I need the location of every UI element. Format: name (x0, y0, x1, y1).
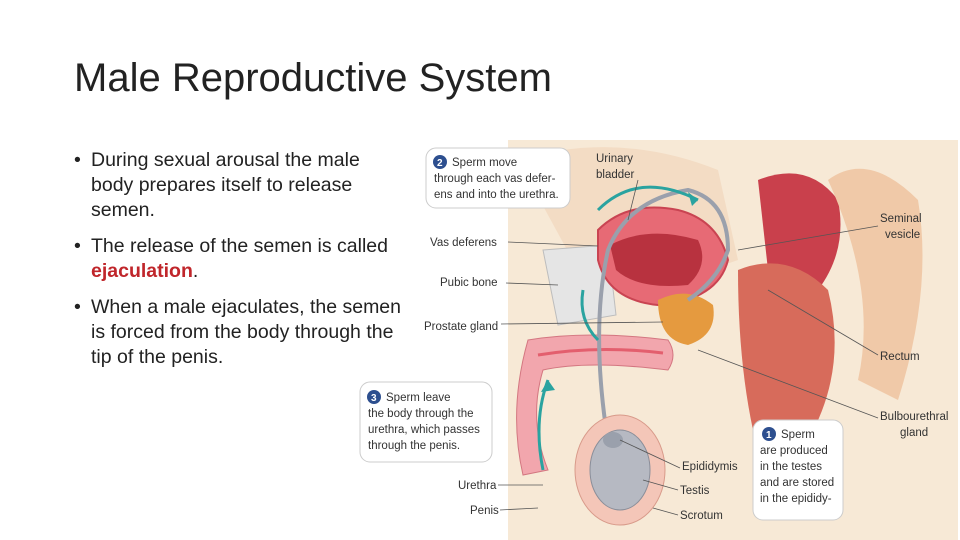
penis (516, 334, 674, 476)
label-prostate-gland: Prostate gland (424, 321, 498, 333)
label-epididymis: Epididymis (682, 461, 738, 473)
leader-line (627, 179, 639, 221)
callout-text: urethra, which passes (368, 424, 480, 436)
bullet-item: •When a male ejaculates, the semen is fo… (74, 296, 402, 368)
rectum (738, 263, 835, 448)
leader-line (652, 507, 679, 516)
leader-line (500, 321, 664, 325)
anatomy-diagram: 2 Sperm move through each vas defer- ens… (359, 140, 958, 540)
bullet-item: •During sexual arousal the male body pre… (74, 149, 360, 221)
step-number-badge (762, 427, 776, 441)
seminal-vesicle (758, 173, 841, 293)
step-number-badge (433, 155, 447, 169)
flow-arrow-mid (580, 289, 600, 342)
bullet-list: •During sexual arousal the male body pre… (74, 148, 404, 381)
vas-deferens (597, 187, 731, 471)
leader-line (697, 349, 879, 419)
callout-text: the body through the (368, 408, 474, 420)
testis (589, 429, 651, 511)
step-number: 1 (766, 430, 772, 441)
spine-tissue (828, 168, 923, 400)
callout-text: through the penis. (368, 440, 460, 452)
callout-text: and are stored (760, 477, 834, 489)
label-urinary-bladder: bladder (596, 169, 635, 181)
step-number: 2 (437, 158, 443, 169)
label-seminal-vesicle: Seminal (880, 213, 922, 225)
flow-arrow-top (596, 185, 699, 212)
callout-text: in the testes (760, 461, 822, 473)
anatomy-figure: 2 Sperm move through each vas defer- ens… (358, 140, 958, 540)
leader-line (507, 241, 599, 247)
slide-title: Male Reproductive System (74, 56, 552, 100)
callout-text: are produced (760, 445, 828, 457)
bullet-text-end: . (192, 260, 199, 282)
label-bulbourethral-gland: Bulbourethral (880, 411, 948, 423)
arrow-head-icon (688, 192, 698, 206)
bullet-item: •The release of the semen is called ejac… (74, 235, 388, 282)
leader-line (505, 282, 559, 286)
leader-line (767, 289, 879, 356)
callout-text: through each vas defer- (434, 173, 556, 185)
highlight-term: ejaculation (91, 260, 193, 282)
leader-line (619, 439, 681, 469)
label-penis: Penis (470, 505, 499, 517)
prostate-gland (658, 293, 714, 345)
epididymis (603, 432, 623, 448)
callout-text: in the epididy- (760, 493, 832, 505)
callout-text: Sperm move (452, 157, 517, 169)
bladder-interior (610, 233, 703, 286)
leader-line (737, 225, 879, 251)
label-seminal-vesicle: vesicle (885, 229, 920, 241)
label-bulbourethral-gland: gland (900, 427, 928, 439)
pubic-bone (542, 244, 617, 326)
leader-line (499, 507, 539, 511)
label-urethra: Urethra (458, 480, 497, 492)
label-urinary-bladder: Urinary (596, 153, 633, 165)
arrow-head-icon (541, 380, 555, 392)
bullet-text: When a male ejaculates, the semen is for… (91, 296, 402, 368)
callout-step-1 (752, 419, 844, 521)
label-scrotum: Scrotum (680, 510, 723, 522)
label-rectum: Rectum (880, 351, 920, 363)
bullet-text: The release of the semen is called (91, 235, 388, 257)
callout-text: Sperm (781, 429, 815, 441)
label-pubic-bone: Pubic bone (440, 277, 498, 289)
callout-text: Sperm leave (386, 392, 451, 404)
callout-step-3 (359, 381, 493, 463)
label-testis: Testis (680, 485, 710, 497)
step-number: 3 (371, 393, 377, 404)
callout-step-2 (425, 147, 571, 209)
step-number-badge (367, 390, 381, 404)
leader-line (642, 479, 679, 491)
callout-text: ens and into the urethra. (434, 189, 559, 201)
bullet-text: During sexual arousal the male body prep… (91, 149, 360, 221)
label-vas-deferens: Vas deferens (430, 237, 497, 249)
